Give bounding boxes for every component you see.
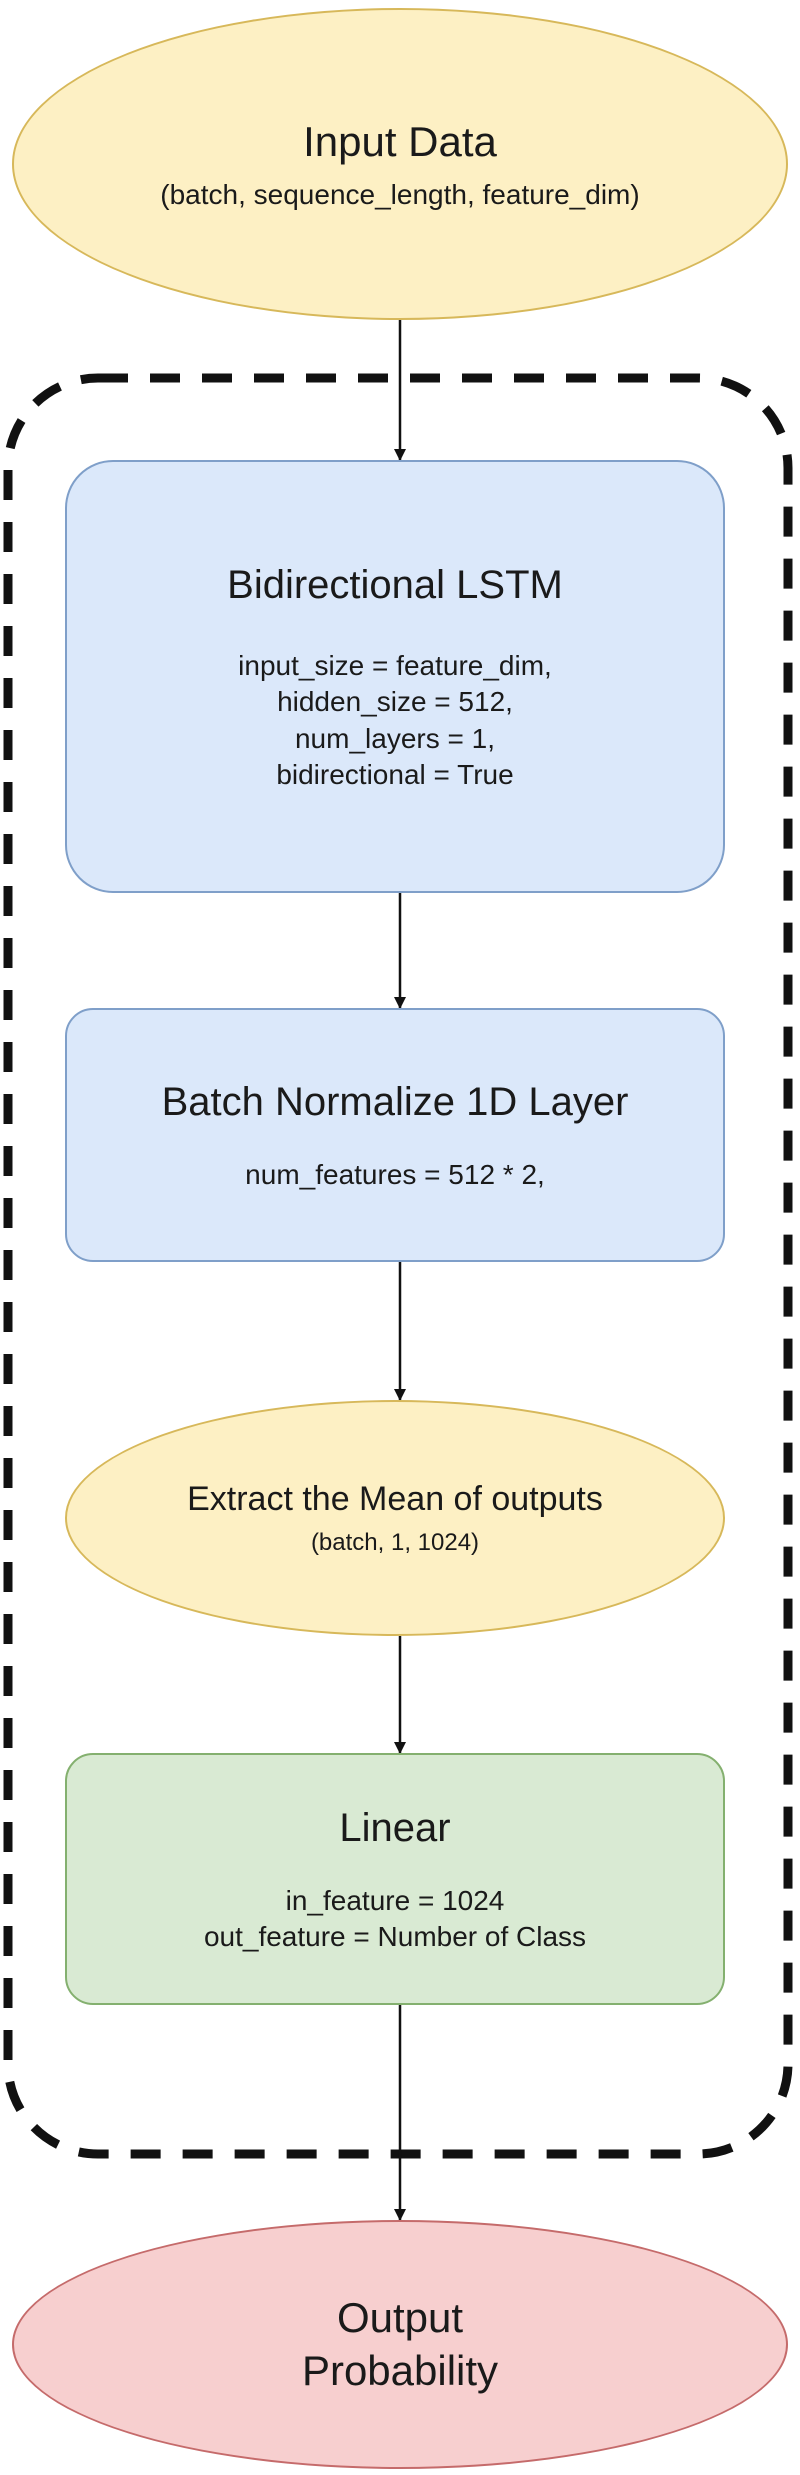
linear-param-out-feature: out_feature = Number of Class [203,1921,587,1952]
lstm-param-hidden-size: hidden_size = 512, [277,686,513,718]
linear-title: Linear [339,1805,451,1850]
output-title-line-2: Probability [301,2346,499,2394]
extract-mean-shape: (batch, 1, 1024) [310,1528,480,1556]
linear-params: in_feature = 1024 out_feature = Number o… [204,1883,586,1956]
batch-normalize-title: Batch Normalize 1D Layer [161,1079,629,1124]
lstm-param-num-layers: num_layers = 1, [294,722,495,754]
linear-param-in-feature: in_feature = 1024 [285,1884,505,1916]
batchnorm-param-num-features: num_features = 512 * 2, [245,1158,545,1190]
extract-mean-title: Extract the Mean of outputs [187,1480,603,1519]
extract-mean-node: Extract the Mean of outputs (batch, 1, 1… [65,1400,725,1636]
model-container [3,373,793,2159]
batch-normalize-node: Batch Normalize 1D Layer num_features = … [65,1008,725,1262]
input-data-title: Input Data [303,118,497,166]
output-probability-node: Output Probability [12,2220,788,2469]
linear-node: Linear in_feature = 1024 out_feature = N… [65,1753,725,2005]
input-data-shape: (batch, sequence_length, feature_dim) [160,178,640,210]
bidirectional-lstm-title: Bidirectional LSTM [227,562,563,607]
bidirectional-lstm-node: Bidirectional LSTM input_size = feature_… [65,460,725,893]
lstm-params: input_size = feature_dim, hidden_size = … [238,648,552,794]
output-title-line-1: Output [336,2294,464,2341]
lstm-param-bidirectional: bidirectional = True [276,758,514,790]
lstm-param-input-size: input_size = feature_dim, [238,649,552,681]
input-data-node: Input Data (batch, sequence_length, feat… [12,8,788,320]
